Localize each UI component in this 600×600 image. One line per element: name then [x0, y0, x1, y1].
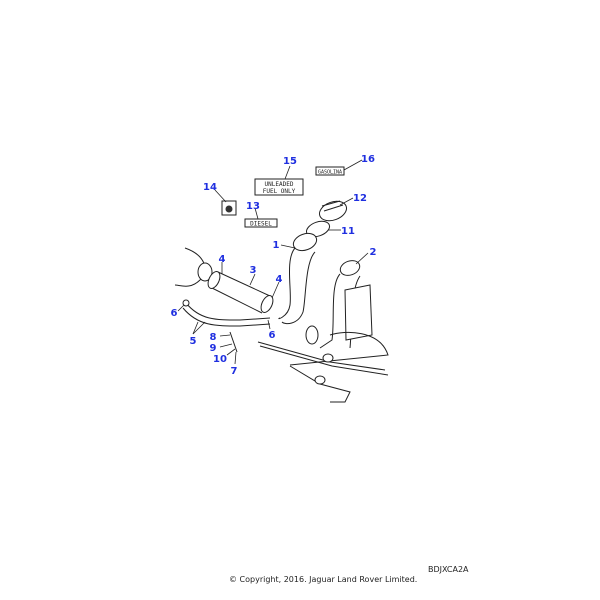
valve: [314, 375, 326, 385]
clip: [229, 331, 238, 353]
gasolina-decal: GASOLINA: [315, 166, 345, 176]
callout-1: 1: [273, 240, 280, 251]
valve: [322, 353, 334, 363]
callout-4: 4: [219, 254, 226, 265]
filler-neck: [278, 232, 318, 325]
callout-10: 10: [213, 354, 227, 365]
tank-port: [197, 262, 213, 282]
leader-lines: [177, 159, 369, 365]
callout-11: 11: [341, 226, 355, 237]
callout-7: 7: [231, 366, 238, 377]
unleaded-decal: UNLEADED FUEL ONLY: [254, 178, 304, 196]
callout-2: 2: [370, 247, 377, 258]
tank-outline: [174, 247, 206, 287]
callout-6: 6: [171, 308, 178, 319]
vent-tube-2: [289, 365, 351, 403]
diagram-reference: BDJXCA2A: [428, 565, 469, 574]
breather-pipe: [182, 302, 271, 327]
hose: [207, 271, 274, 314]
filler-cap: [318, 200, 348, 222]
callout-5: 5: [190, 336, 197, 347]
callout-4: 4: [276, 274, 283, 285]
svg-text:FUEL ONLY: FUEL ONLY: [263, 188, 296, 195]
diesel-decal: DIESEL: [244, 218, 278, 228]
callout-9: 9: [210, 343, 217, 354]
svg-text:UNLEADED: UNLEADED: [265, 181, 294, 188]
callout-12: 12: [353, 193, 367, 204]
callout-15: 15: [283, 156, 297, 167]
callout-14: 14: [203, 182, 217, 193]
callout-13: 13: [246, 201, 260, 212]
fuel-pump-symbol: [221, 200, 237, 216]
diesel-filler-assembly: [289, 260, 389, 366]
callout-3: 3: [250, 265, 257, 276]
svg-text:GASOLINA: GASOLINA: [318, 170, 342, 176]
svg-text:DIESEL: DIESEL: [250, 221, 272, 228]
pipe-end: [182, 299, 190, 307]
copyright-notice: © Copyright, 2016. Jaguar Land Rover Lim…: [229, 575, 418, 584]
callout-16: 16: [361, 154, 375, 165]
callout-6: 6: [269, 330, 276, 341]
callout-8: 8: [210, 332, 217, 343]
